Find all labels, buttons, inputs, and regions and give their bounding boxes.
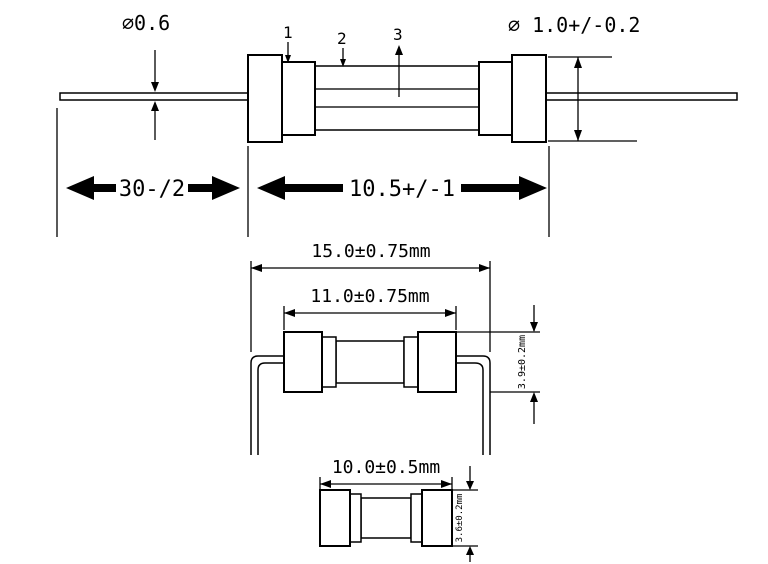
mid-left-cap-rim xyxy=(321,336,337,388)
middle-view: 15.0±0.75mm 11.0±0.75mm xyxy=(250,241,540,455)
body-length-arrowhead-left xyxy=(257,176,285,200)
mid-right-lead-outer xyxy=(456,355,491,455)
bottom-left-cap-rim xyxy=(349,493,362,543)
bottom-body-width-arrowhead-left xyxy=(320,480,331,488)
callout-3-label: 3 xyxy=(393,25,403,44)
bottom-diameter-arrowhead-top xyxy=(466,481,474,490)
mid-fuse-tube xyxy=(335,340,405,384)
mid-left-cap xyxy=(283,331,323,393)
bottom-right-cap-rim xyxy=(410,493,423,543)
body-length-shaft-left xyxy=(285,184,343,192)
lead-diameter-lower-arrowhead xyxy=(151,101,159,111)
overall-width-arrowhead-left xyxy=(251,264,262,272)
mid-diameter-arrowhead-bottom xyxy=(530,392,538,402)
lead-length-arrowhead-right xyxy=(212,176,240,200)
left-cap-inner xyxy=(281,61,316,136)
body-length-shaft-right xyxy=(461,184,519,192)
cap-diameter-dimension: ∅ 1.0+/-0.2 xyxy=(508,13,640,142)
overall-width-label: 15.0±0.75mm xyxy=(311,241,430,262)
lead-length-shaft-left xyxy=(94,184,116,192)
fuse-tube xyxy=(314,65,480,131)
lead-diameter-dimension: ∅0.6 xyxy=(122,11,170,140)
cap-diameter-label: ∅ 1.0+/-0.2 xyxy=(508,13,640,37)
body-length-label: 10.5+/-1 xyxy=(349,177,455,202)
lead-length-shaft-right xyxy=(188,184,212,192)
mid-diameter-arrowhead-top xyxy=(530,322,538,332)
lead-length-label: 30-/2 xyxy=(119,177,185,202)
mid-body-width-label: 11.0±0.75mm xyxy=(310,286,429,307)
left-lead-wire xyxy=(59,92,249,101)
callout-1-label: 1 xyxy=(283,23,293,42)
cap-diameter-arrowhead-top xyxy=(574,57,582,68)
right-cap-outer xyxy=(511,54,547,143)
body-length-arrowhead-right xyxy=(519,176,547,200)
bottom-fuse-body xyxy=(319,489,453,547)
top-view: 1 2 3 ∅0.6 ∅ 1.0+/-0.2 xyxy=(56,11,738,237)
overall-width-arrowhead-right xyxy=(479,264,490,272)
mid-body-width-arrowhead-right xyxy=(445,309,456,317)
callout-2-label: 2 xyxy=(337,29,347,48)
bottom-right-cap xyxy=(421,489,453,547)
bottom-fuse-tube xyxy=(360,497,412,539)
cap-diameter-arrowhead-bottom xyxy=(574,130,582,141)
mid-body-width-dimension: 11.0±0.75mm xyxy=(283,286,457,330)
callout-3: 3 xyxy=(393,25,403,97)
lead-diameter-label: ∅0.6 xyxy=(122,11,170,35)
callout-3-arrowhead xyxy=(395,45,403,55)
mid-left-lead-inner xyxy=(257,362,284,455)
bottom-diameter-arrowhead-bottom xyxy=(466,546,474,555)
mid-fuse-body xyxy=(250,331,491,455)
callout-1: 1 xyxy=(283,23,293,63)
bottom-diameter-label: 3.6±0.2mm xyxy=(455,494,465,543)
mid-left-lead-outer xyxy=(250,355,284,455)
mid-diameter-dimension: 3.9±0.2mm xyxy=(456,305,540,424)
callout-2-arrowhead xyxy=(340,59,346,67)
overall-width-dimension: 15.0±0.75mm xyxy=(250,241,491,352)
bottom-left-cap xyxy=(319,489,351,547)
bottom-diameter-dimension: 3.6±0.2mm xyxy=(452,466,478,562)
bottom-body-width-dimension: 10.0±0.5mm xyxy=(319,457,453,492)
lead-length-arrowhead-left xyxy=(66,176,94,200)
right-cap-inner xyxy=(478,61,513,136)
left-cap-outer xyxy=(247,54,283,143)
lead-diameter-upper-arrowhead xyxy=(151,82,159,92)
right-lead-wire xyxy=(545,92,738,101)
lead-length-dimension: 30-/2 xyxy=(66,176,240,202)
bottom-body-width-label: 10.0±0.5mm xyxy=(332,457,440,478)
mid-diameter-label: 3.9±0.2mm xyxy=(517,335,528,389)
mid-body-width-arrowhead-left xyxy=(284,309,295,317)
callout-1-arrowhead xyxy=(285,55,291,63)
callout-2: 2 xyxy=(337,29,347,67)
bottom-view: 10.0±0.5mm 3.6±0.2mm xyxy=(319,457,478,562)
mid-right-lead-inner xyxy=(456,362,484,455)
bottom-body-width-arrowhead-right xyxy=(441,480,452,488)
mid-right-cap xyxy=(417,331,457,393)
mid-right-cap-rim xyxy=(403,336,419,388)
body-length-dimension: 10.5+/-1 xyxy=(257,176,547,202)
